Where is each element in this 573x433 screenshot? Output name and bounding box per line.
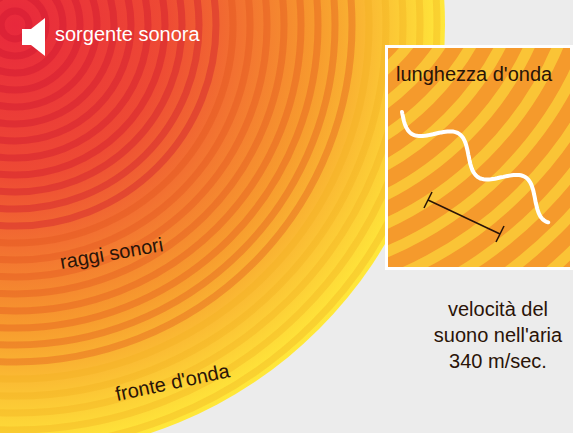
speaker-icon: [22, 18, 45, 56]
wave-field: [0, 0, 445, 433]
speed-note: velocità del suono nell'aria 340 m/sec.: [427, 296, 569, 374]
zoom-inset: lunghezza d'onda: [385, 45, 573, 270]
inset-zoom: [385, 45, 573, 270]
source-label: sorgente sonora: [55, 22, 200, 46]
wavelength-bracket: [424, 192, 504, 242]
sine-wave: [402, 112, 548, 222]
inset-label: lunghezza d'onda: [396, 62, 552, 86]
